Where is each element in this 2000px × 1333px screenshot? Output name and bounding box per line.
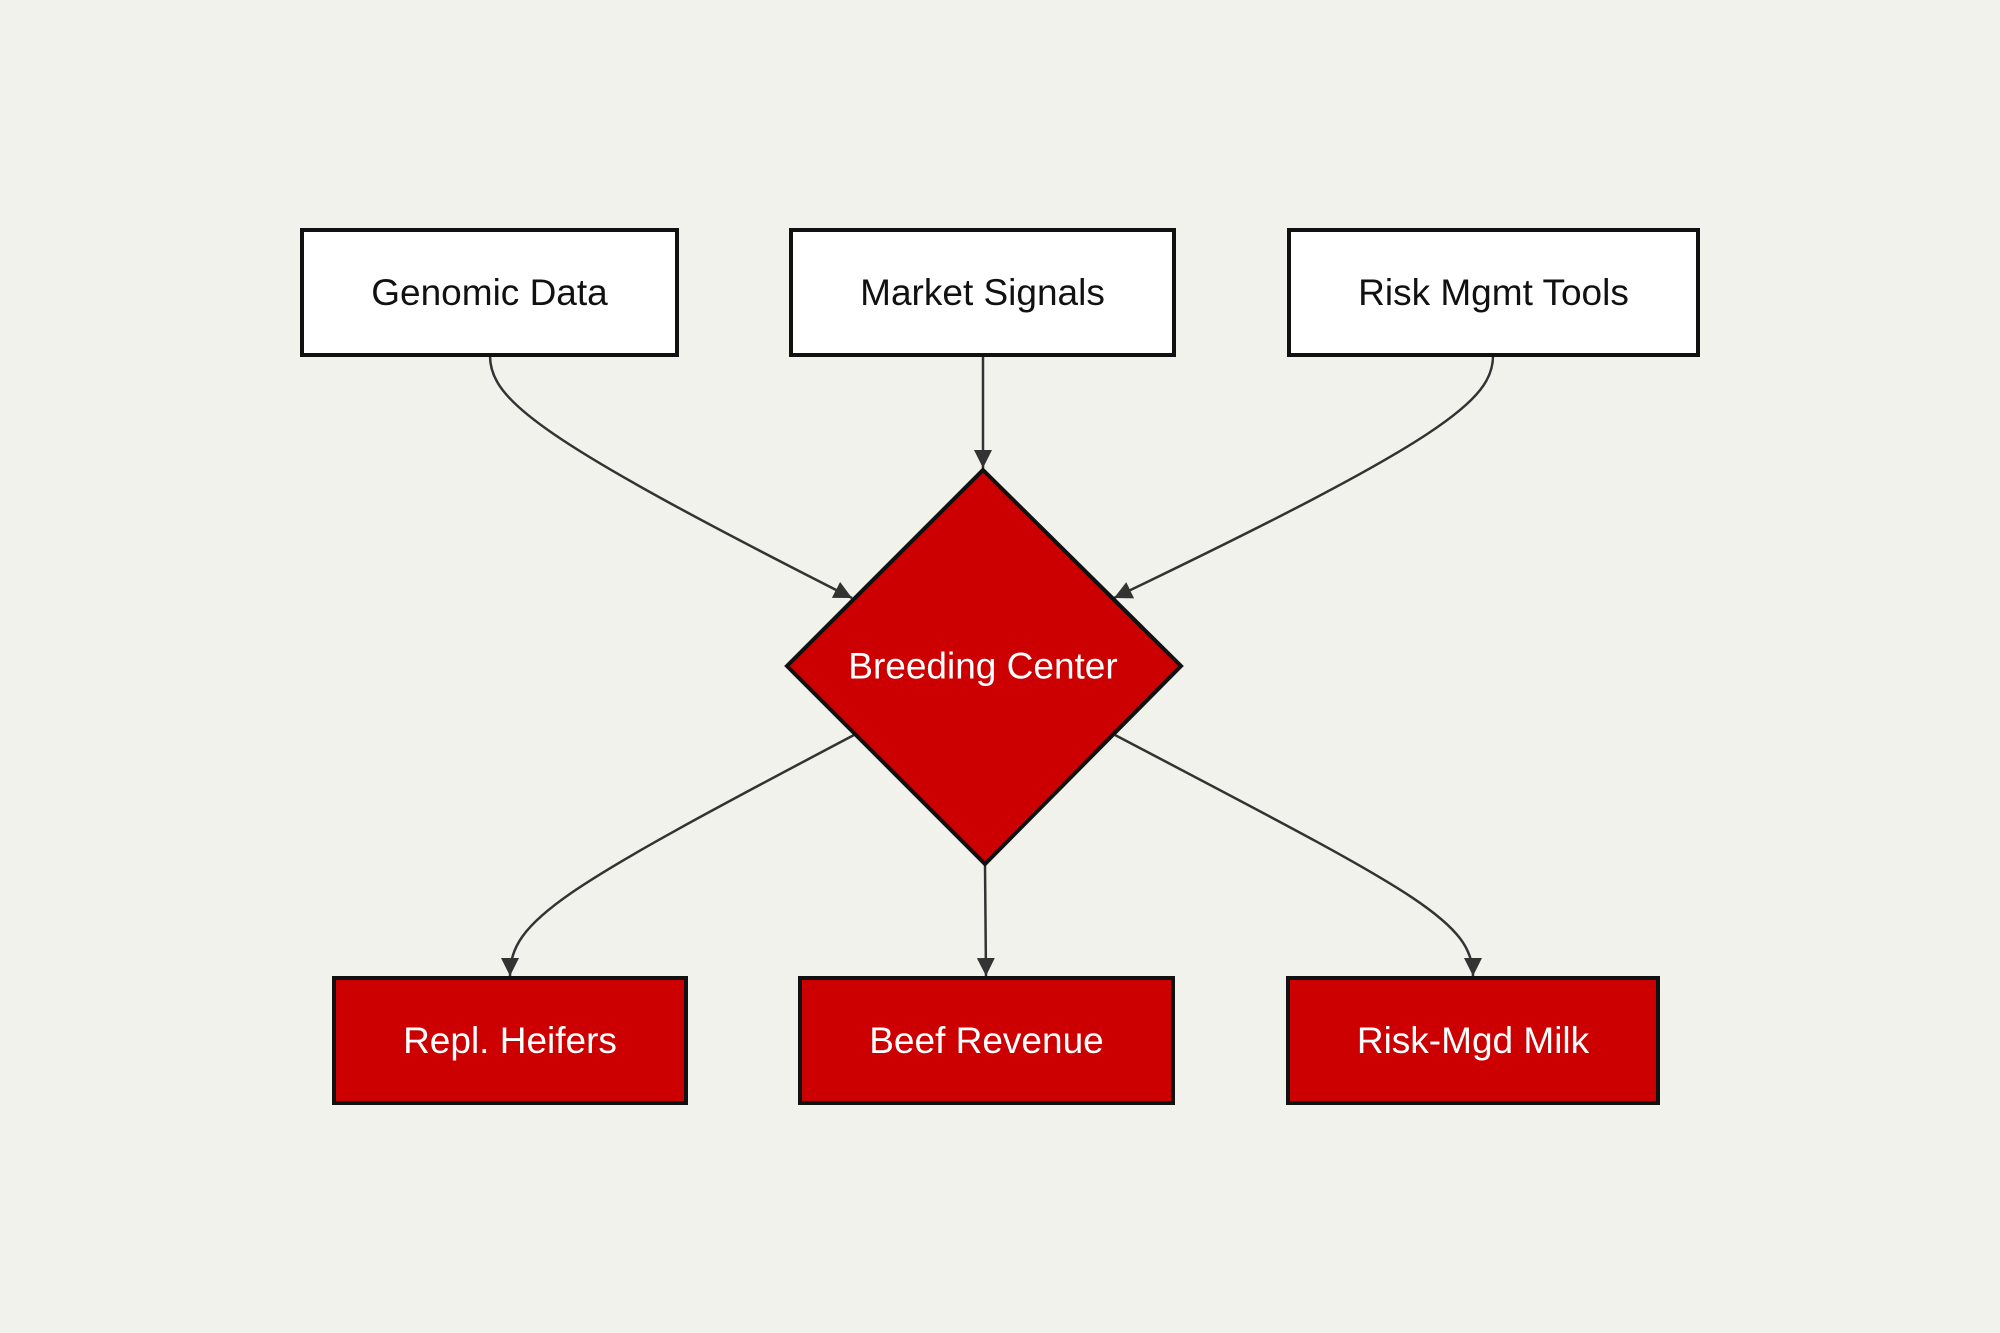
node-market-signals-label: Market Signals (860, 272, 1105, 313)
node-risk-mgmt-tools[interactable]: Risk Mgmt Tools (1287, 228, 1700, 357)
edge-breeding-center-to-repl-heifers (501, 733, 855, 977)
node-genomic-data-label: Genomic Data (371, 272, 608, 313)
node-breeding-center[interactable]: Breeding Center (784, 467, 1184, 867)
node-beef-revenue[interactable]: Beef Revenue (798, 976, 1175, 1105)
node-genomic-data-box (300, 228, 679, 357)
edge-genomic-data-to-breeding-center (488, 355, 853, 600)
node-breeding-center-diamond (784, 467, 1184, 867)
edge-breeding-center-to-risk-mgd-milk (1114, 733, 1482, 977)
node-breeding-center-label: Breeding Center (848, 646, 1117, 687)
node-genomic-data[interactable]: Genomic Data (300, 228, 679, 357)
edges (488, 355, 1495, 977)
node-beef-revenue-box (798, 976, 1175, 1105)
node-beef-revenue-label: Beef Revenue (869, 1020, 1104, 1061)
node-risk-mgmt-tools-box (1287, 228, 1700, 357)
edge-breeding-center-to-beef-revenue (976, 863, 995, 977)
node-repl-heifers-box (332, 976, 688, 1105)
node-market-signals-box (789, 228, 1176, 357)
node-repl-heifers[interactable]: Repl. Heifers (332, 976, 688, 1105)
node-risk-mgd-milk-label: Risk-Mgd Milk (1357, 1020, 1590, 1061)
edge-risk-mgmt-tools-to-breeding-center (1113, 355, 1495, 600)
node-risk-mgd-milk[interactable]: Risk-Mgd Milk (1286, 976, 1660, 1105)
node-risk-mgd-milk-box (1286, 976, 1660, 1105)
node-market-signals[interactable]: Market Signals (789, 228, 1176, 357)
node-repl-heifers-label: Repl. Heifers (403, 1020, 617, 1061)
node-risk-mgmt-tools-label: Risk Mgmt Tools (1358, 272, 1629, 313)
